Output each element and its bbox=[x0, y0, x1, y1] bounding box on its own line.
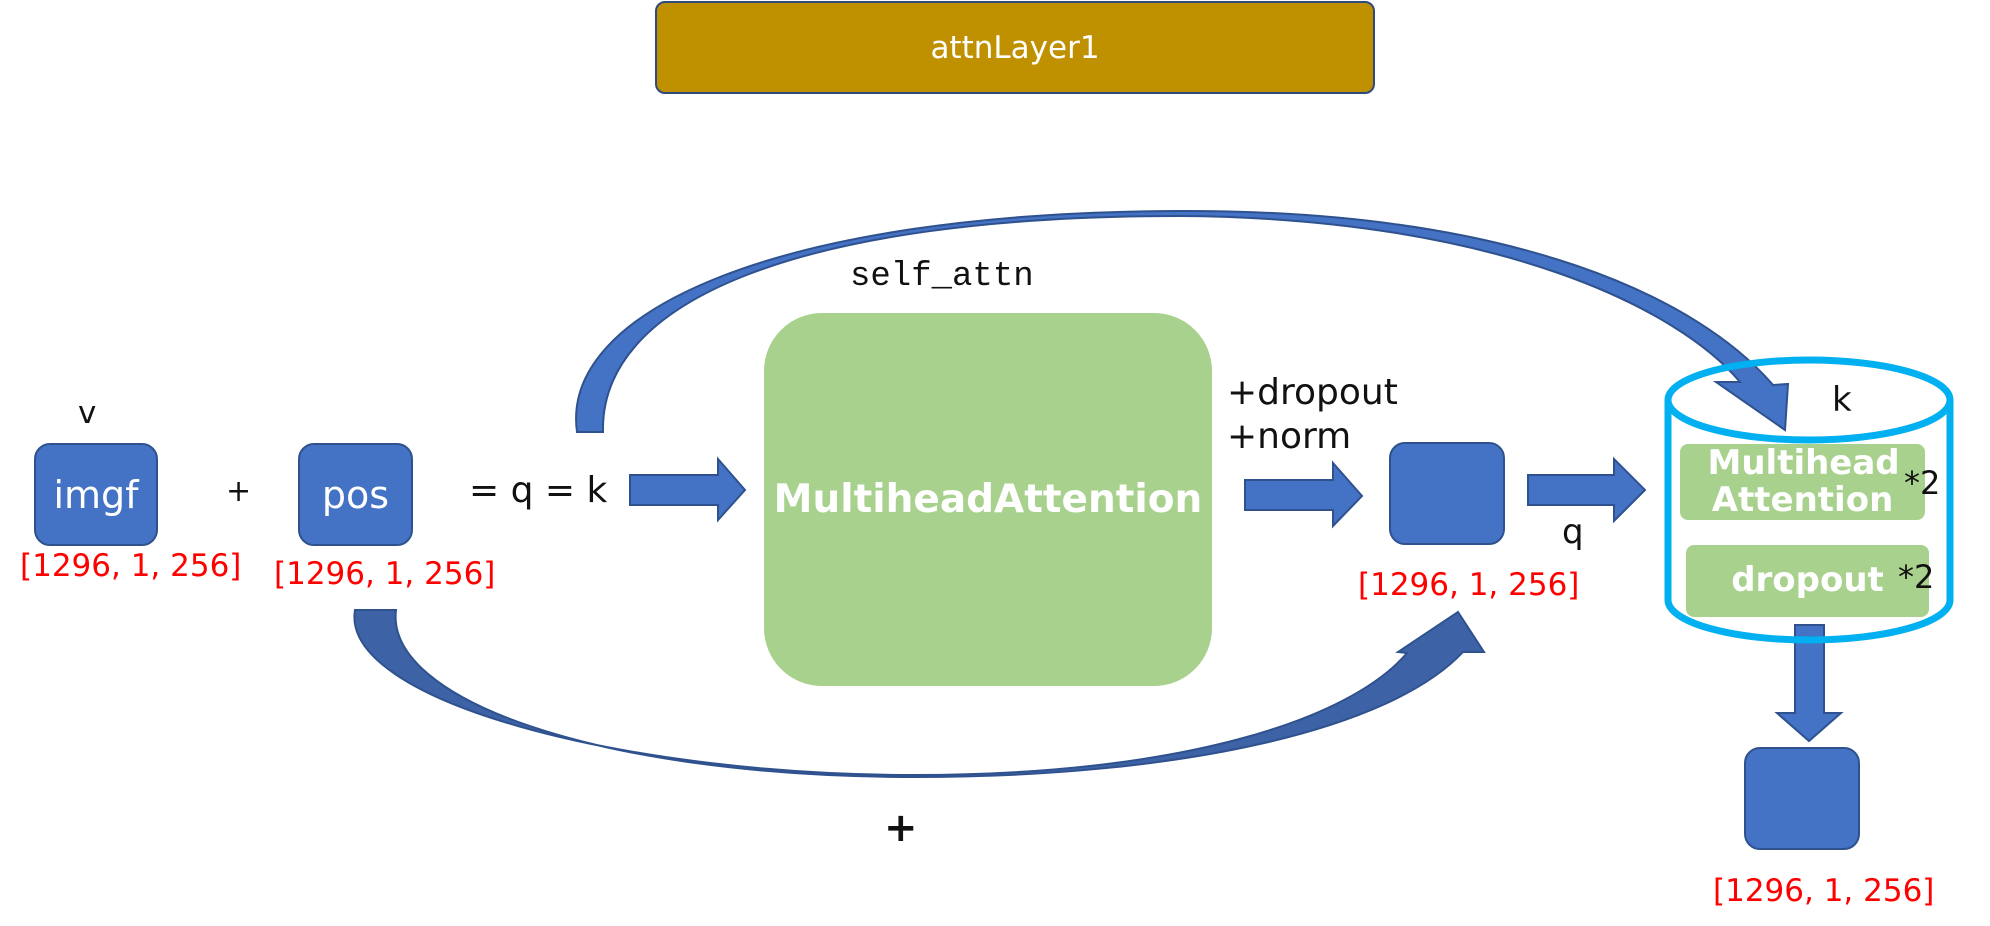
imgf-node[interactable]: imgf bbox=[34, 443, 158, 546]
imgf-label: imgf bbox=[53, 472, 139, 517]
multihead-attention-block[interactable]: MultiheadAttention bbox=[764, 313, 1212, 686]
pos-shape: [1296, 1, 256] bbox=[274, 556, 496, 592]
dropout-op-label: +dropout bbox=[1227, 372, 1398, 413]
multiplier-attention: *2 bbox=[1904, 464, 1941, 502]
arrow-into-attention bbox=[629, 456, 747, 523]
cylinder-container bbox=[1664, 356, 1954, 644]
cylinder-multihead-block[interactable]: Multihead Attention bbox=[1680, 444, 1925, 520]
imgf-shape: [1296, 1, 256] bbox=[20, 548, 242, 584]
output-shape: [1296, 1, 256] bbox=[1713, 873, 1935, 909]
residual-plus-label: + bbox=[884, 805, 918, 851]
pos-node[interactable]: pos bbox=[298, 443, 413, 546]
v-label: v bbox=[78, 395, 97, 431]
q-equals-k-label: = q = k bbox=[469, 470, 608, 511]
self-attn-label: self_attn bbox=[850, 258, 1034, 296]
arrow-into-cylinder bbox=[1527, 456, 1647, 524]
pos-label: pos bbox=[321, 472, 390, 517]
plus-operator: + bbox=[226, 474, 252, 509]
layer-title: attnLayer1 bbox=[655, 1, 1375, 94]
q-label: q bbox=[1562, 512, 1584, 552]
multihead-attention-label: MultiheadAttention bbox=[773, 477, 1203, 522]
cylinder-dropout-label: dropout bbox=[1731, 560, 1884, 601]
curved-arrow-top bbox=[575, 209, 1790, 433]
multiplier-dropout: *2 bbox=[1898, 558, 1935, 596]
output-node[interactable] bbox=[1744, 747, 1860, 850]
curved-arrow-bottom bbox=[353, 609, 1486, 779]
norm-op-label: +norm bbox=[1227, 416, 1352, 457]
intermediate-node[interactable] bbox=[1389, 442, 1505, 545]
arrow-into-mid bbox=[1244, 460, 1364, 529]
k-label: k bbox=[1832, 380, 1852, 420]
intermediate-shape: [1296, 1, 256] bbox=[1358, 567, 1580, 603]
cylinder-dropout-block[interactable]: dropout bbox=[1686, 545, 1929, 617]
cylinder-multihead-label: Multihead Attention bbox=[1707, 442, 1900, 520]
